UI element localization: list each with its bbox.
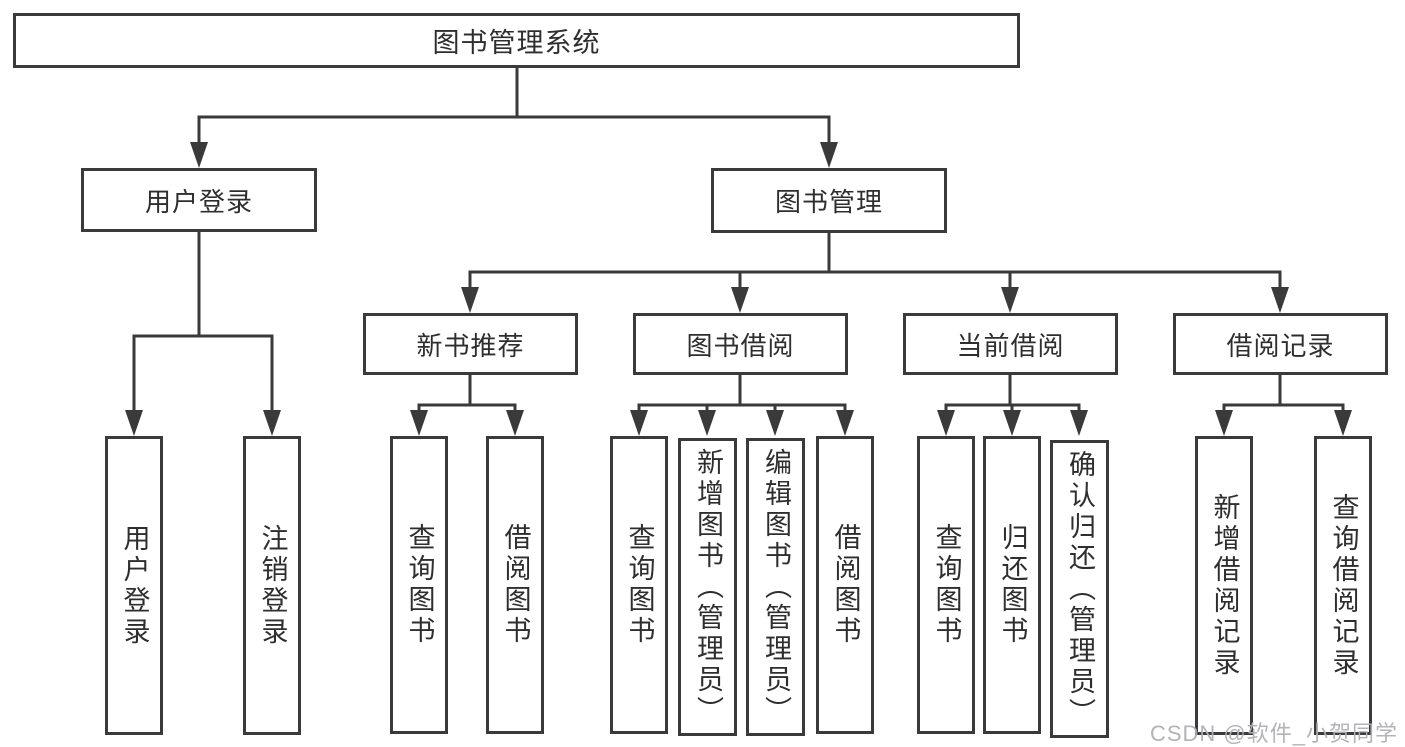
leaf-query-books-current: 查询图书 [917,436,975,734]
leaf-confirm-return-admin: 确认归还（管理员） [1050,440,1109,738]
leaf-return-books: 归还图书 [983,436,1041,734]
node-new-book-recommend: 新书推荐 [363,313,578,375]
leaf-add-books-admin: 新增图书（管理员） [678,438,737,736]
node-current-borrowing: 当前借阅 [903,313,1118,375]
leaf-add-borrow-record: 新增借阅记录 [1195,436,1253,735]
node-book-management: 图书管理 [711,168,947,233]
leaf-logout: 注销登录 [243,436,301,735]
node-user-login: 用户登录 [81,168,317,232]
node-book-borrowing: 图书借阅 [633,313,848,375]
leaf-user-login: 用户登录 [105,436,163,735]
node-borrowing-records: 借阅记录 [1173,313,1388,375]
leaf-query-books-recommend: 查询图书 [390,436,448,734]
csdn-watermark: CSDN @软件_小贺同学 [1149,721,1398,746]
arrowheads [125,142,1352,436]
leaf-edit-books-admin: 编辑图书（管理员） [746,438,805,736]
leaf-query-books-borrow: 查询图书 [610,436,668,734]
leaf-query-borrow-record: 查询借阅记录 [1314,436,1372,735]
node-root-library-system: 图书管理系统 [13,13,1020,68]
leaf-borrow-books: 借阅图书 [816,436,874,734]
leaf-borrow-books-recommend: 借阅图书 [486,436,544,734]
